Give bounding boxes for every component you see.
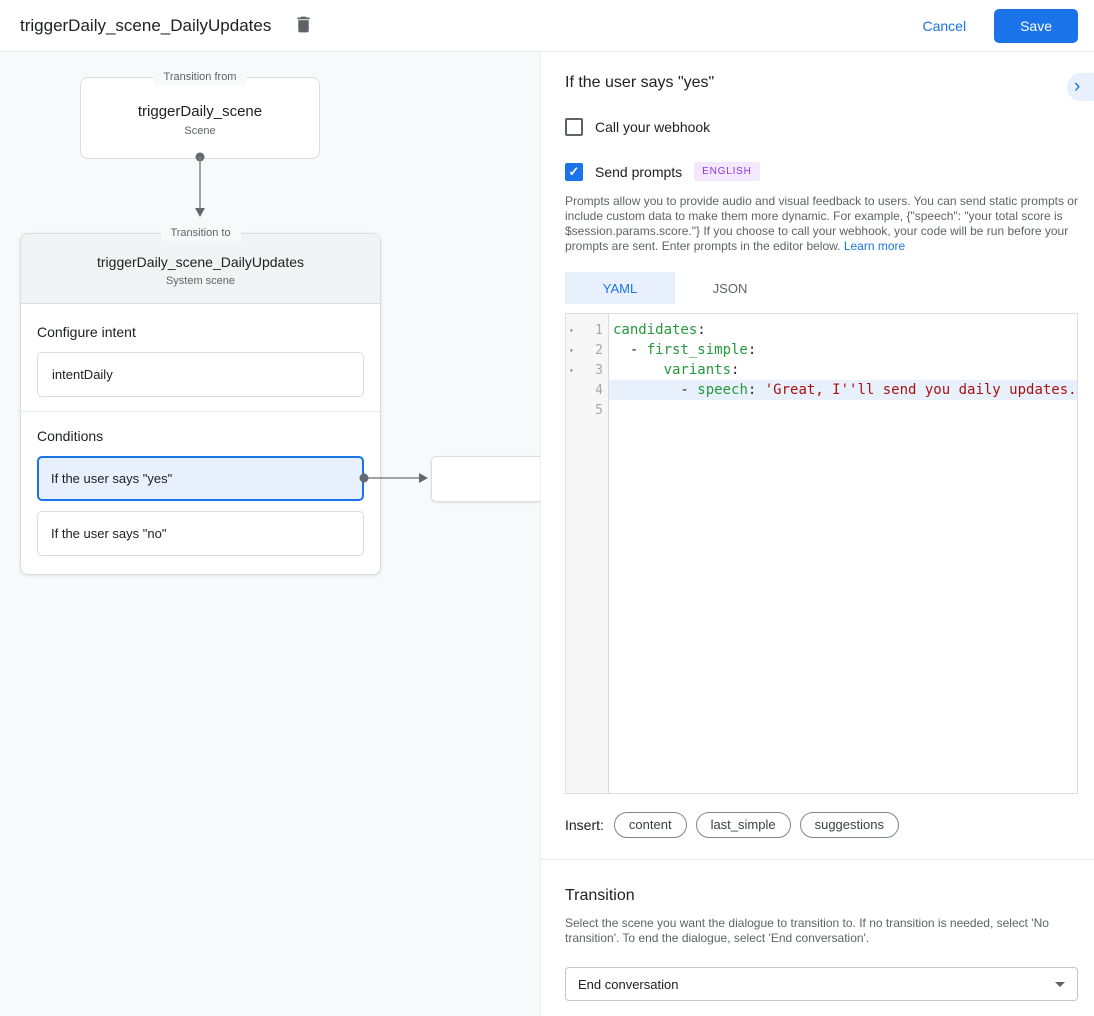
detail-title: If the user says "yes" xyxy=(565,74,715,91)
insert-suggestions-button[interactable]: suggestions xyxy=(799,812,899,838)
code-line-1[interactable]: candidates: xyxy=(613,322,706,338)
condition-item-no[interactable]: If the user says "no" xyxy=(37,511,364,556)
trash-icon xyxy=(293,14,314,38)
tab-yaml[interactable]: YAML xyxy=(565,272,675,304)
chevron-right-icon: › xyxy=(1074,76,1081,97)
fold-arrow-icon[interactable]: ▾ xyxy=(569,325,574,335)
to-scene-header: triggerDaily_scene_DailyUpdates System s… xyxy=(21,234,380,304)
transition-to-legend: Transition to xyxy=(160,226,241,241)
insert-label: Insert: xyxy=(565,817,604,833)
top-bar: triggerDaily_scene_DailyUpdates Cancel S… xyxy=(0,0,1094,52)
code-line-5[interactable] xyxy=(609,400,1077,420)
insert-buttons: content last_simple suggestions xyxy=(613,812,908,838)
intent-name: intentDaily xyxy=(52,367,113,382)
line-number: 1 xyxy=(595,322,603,338)
webhook-row[interactable]: Call your webhook xyxy=(565,118,1078,136)
insert-last_simple-button[interactable]: last_simple xyxy=(695,812,791,838)
prompts-description: Prompts allow you to provide audio and v… xyxy=(565,194,1078,254)
editor-tabs: YAML JSON xyxy=(565,272,1078,304)
transition-description: Select the scene you want the dialogue t… xyxy=(565,916,1049,945)
dropdown-caret-icon xyxy=(1055,981,1065,987)
fold-arrow-icon[interactable]: ▾ xyxy=(569,345,574,355)
tab-json[interactable]: JSON xyxy=(712,280,748,296)
transition-select[interactable]: End conversation xyxy=(565,967,1078,1001)
send-prompts-label: Send prompts xyxy=(595,163,683,180)
page-title: triggerDaily_scene_DailyUpdates xyxy=(20,15,272,35)
webhook-label: Call your webhook xyxy=(595,119,711,135)
scene-flow-canvas[interactable]: Transition from triggerDaily_scene Scene… xyxy=(0,52,541,1016)
insert-content-button[interactable]: content xyxy=(613,812,687,838)
language-badge: ENGLISH xyxy=(694,162,760,181)
condition-label: If the user says "yes" xyxy=(51,471,173,486)
intent-item[interactable]: intentDaily xyxy=(37,352,364,397)
delete-scene-button[interactable] xyxy=(289,10,318,42)
to-scene-name: triggerDaily_scene_DailyUpdates xyxy=(97,254,304,270)
send-prompts-row[interactable]: ✓ Send prompts ENGLISH xyxy=(565,162,1078,181)
send-prompts-checkbox[interactable]: ✓ xyxy=(565,162,583,181)
code-line-4[interactable]: - speech: 'Great, I''ll send you daily u… xyxy=(609,380,1077,400)
gutter-line-1[interactable]: ▾1 xyxy=(566,320,608,340)
collapse-panel-button[interactable]: › xyxy=(1067,73,1094,101)
check-icon: ✓ xyxy=(568,164,580,179)
code-line-2[interactable]: - first_simple: xyxy=(613,342,757,358)
line-number: 2 xyxy=(595,342,603,358)
from-scene-name: triggerDaily_scene xyxy=(137,103,263,120)
condition-label: If the user says "no" xyxy=(51,526,167,541)
line-number: 5 xyxy=(595,402,603,418)
transition-title: Transition xyxy=(565,887,635,904)
condition-detail-panel: If the user says "yes" › Call your webho… xyxy=(541,52,1094,1016)
insert-row: Insert: content last_simple suggestions xyxy=(565,812,1078,838)
line-number: 3 xyxy=(595,362,603,378)
webhook-checkbox[interactable] xyxy=(565,118,583,136)
condition-item-yes[interactable]: If the user says "yes" xyxy=(37,456,364,501)
transition-from-node[interactable]: Transition from triggerDaily_scene Scene xyxy=(80,70,320,159)
editor-code-area[interactable]: candidates: - first_simple: variants: - … xyxy=(609,314,1077,793)
transition-from-legend: Transition from xyxy=(153,70,247,85)
gutter-line-5: 5 xyxy=(566,400,608,420)
save-button[interactable]: Save xyxy=(994,8,1078,43)
gutter-line-4: 4 xyxy=(566,380,608,400)
condition-target-node[interactable] xyxy=(431,456,540,502)
conditions-label: Conditions xyxy=(37,428,104,444)
transition-to-node[interactable]: Transition to triggerDaily_scene_DailyUp… xyxy=(20,226,381,575)
transition-select-value: End conversation xyxy=(578,976,679,992)
gutter-line-3[interactable]: ▾3 xyxy=(566,360,608,380)
cancel-button[interactable]: Cancel xyxy=(906,10,982,42)
fold-arrow-icon[interactable]: ▾ xyxy=(569,365,574,375)
code-line-3[interactable]: variants: xyxy=(663,362,740,378)
from-scene-type: Scene xyxy=(184,125,216,137)
prompts-description-text: Prompts allow you to provide audio and v… xyxy=(565,194,1078,253)
section-divider xyxy=(541,859,1094,860)
line-number: 4 xyxy=(595,382,603,398)
learn-more-link[interactable]: Learn more xyxy=(843,239,906,253)
gutter-line-2[interactable]: ▾2 xyxy=(566,340,608,360)
configure-intent-label: Configure intent xyxy=(37,324,136,340)
to-scene-type: System scene xyxy=(165,275,236,287)
